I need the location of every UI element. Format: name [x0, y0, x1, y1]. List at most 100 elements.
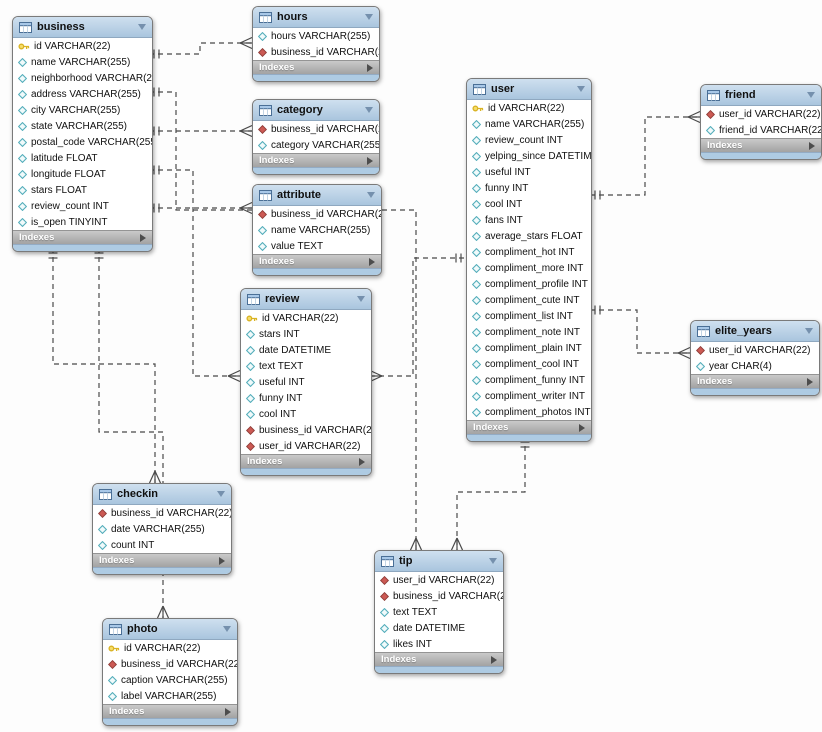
column-row[interactable]: state VARCHAR(255)	[13, 118, 152, 134]
expand-arrow-icon[interactable]	[579, 423, 585, 432]
relationship-business-photo[interactable]	[94, 248, 170, 619]
table-header-category[interactable]: category	[253, 100, 379, 121]
column-row[interactable]: compliment_more INT	[467, 260, 591, 276]
column-row[interactable]: compliment_writer INT	[467, 388, 591, 404]
column-row[interactable]: label VARCHAR(255)	[103, 688, 237, 704]
column-row[interactable]: funny INT	[467, 180, 591, 196]
relationship-business-attribute[interactable]	[149, 201, 253, 215]
expand-arrow-icon[interactable]	[491, 655, 497, 664]
collapse-arrow-icon[interactable]	[365, 107, 373, 113]
table-header-friend[interactable]: friend	[701, 85, 821, 106]
column-row[interactable]: user_id VARCHAR(22)	[691, 342, 819, 358]
table-header-business[interactable]: business	[13, 17, 152, 38]
relationship-line[interactable]	[98, 248, 164, 618]
column-row[interactable]: is_open TINYINT	[13, 214, 152, 230]
column-row[interactable]: fans INT	[467, 212, 591, 228]
column-row[interactable]: count INT	[93, 537, 231, 553]
table-header-hours[interactable]: hours	[253, 7, 379, 28]
column-row[interactable]: id VARCHAR(22)	[13, 38, 152, 54]
expand-arrow-icon[interactable]	[367, 63, 373, 72]
column-row[interactable]: useful INT	[467, 164, 591, 180]
indexes-bar[interactable]: Indexes	[701, 138, 821, 152]
relationship-business-review[interactable]	[149, 165, 241, 383]
column-row[interactable]: average_stars FLOAT	[467, 228, 591, 244]
expand-arrow-icon[interactable]	[140, 233, 146, 242]
relationship-business-hours[interactable]	[149, 36, 253, 59]
column-row[interactable]: compliment_cool INT	[467, 356, 591, 372]
relationship-line[interactable]	[590, 116, 700, 196]
relationship-user-tip[interactable]	[450, 437, 530, 551]
table-header-checkin[interactable]: checkin	[93, 484, 231, 505]
column-row[interactable]: id VARCHAR(22)	[241, 310, 371, 326]
indexes-bar[interactable]: Indexes	[253, 153, 379, 167]
column-row[interactable]: text TEXT	[241, 358, 371, 374]
column-row[interactable]: date DATETIME	[241, 342, 371, 358]
collapse-arrow-icon[interactable]	[805, 328, 813, 334]
table-header-review[interactable]: review	[241, 289, 371, 310]
relationship-business-category[interactable]	[149, 124, 253, 138]
column-row[interactable]: compliment_hot INT	[467, 244, 591, 260]
column-row[interactable]: yelping_since DATETIME	[467, 148, 591, 164]
table-header-attribute[interactable]: attribute	[253, 185, 381, 206]
column-row[interactable]: neighborhood VARCHAR(255)	[13, 70, 152, 86]
column-row[interactable]: business_id VARCHAR(22)	[375, 588, 503, 604]
collapse-arrow-icon[interactable]	[577, 86, 585, 92]
table-header-tip[interactable]: tip	[375, 551, 503, 572]
collapse-arrow-icon[interactable]	[367, 192, 375, 198]
column-row[interactable]: caption VARCHAR(255)	[103, 672, 237, 688]
column-row[interactable]: funny INT	[241, 390, 371, 406]
relationship-business-checkin[interactable]	[48, 248, 162, 484]
indexes-bar[interactable]: Indexes	[241, 454, 371, 468]
indexes-bar[interactable]: Indexes	[13, 230, 152, 244]
indexes-bar[interactable]: Indexes	[375, 652, 503, 666]
collapse-arrow-icon[interactable]	[807, 92, 815, 98]
column-row[interactable]: cool INT	[467, 196, 591, 212]
table-header-user[interactable]: user	[467, 79, 591, 100]
column-row[interactable]: likes INT	[375, 636, 503, 652]
column-row[interactable]: date DATETIME	[375, 620, 503, 636]
column-row[interactable]: compliment_note INT	[467, 324, 591, 340]
column-row[interactable]: id VARCHAR(22)	[103, 640, 237, 656]
column-row[interactable]: name VARCHAR(255)	[467, 116, 591, 132]
expand-arrow-icon[interactable]	[225, 707, 231, 716]
column-row[interactable]: compliment_photos INT	[467, 404, 591, 420]
collapse-arrow-icon[interactable]	[357, 296, 365, 302]
column-row[interactable]: compliment_funny INT	[467, 372, 591, 388]
column-row[interactable]: compliment_profile INT	[467, 276, 591, 292]
column-row[interactable]: business_id VARCHAR(22)	[103, 656, 237, 672]
relationship-line[interactable]	[52, 248, 156, 483]
relationship-line[interactable]	[370, 257, 466, 377]
column-row[interactable]: review_count INT	[467, 132, 591, 148]
collapse-arrow-icon[interactable]	[138, 24, 146, 30]
column-row[interactable]: value TEXT	[253, 238, 381, 254]
relationship-line[interactable]	[149, 42, 252, 55]
column-row[interactable]: user_id VARCHAR(22)	[701, 106, 821, 122]
relationship-business-tip[interactable]	[149, 87, 423, 551]
collapse-arrow-icon[interactable]	[217, 491, 225, 497]
table-header-photo[interactable]: photo	[103, 619, 237, 640]
column-row[interactable]: compliment_cute INT	[467, 292, 591, 308]
expand-arrow-icon[interactable]	[809, 141, 815, 150]
relationship-user-elite_years[interactable]	[590, 305, 691, 360]
expand-arrow-icon[interactable]	[367, 156, 373, 165]
column-row[interactable]: useful INT	[241, 374, 371, 390]
column-row[interactable]: friend_id VARCHAR(22)	[701, 122, 821, 138]
indexes-bar[interactable]: Indexes	[103, 704, 237, 718]
column-row[interactable]: hours VARCHAR(255)	[253, 28, 379, 44]
column-row[interactable]: stars INT	[241, 326, 371, 342]
column-row[interactable]: year CHAR(4)	[691, 358, 819, 374]
relationship-line[interactable]	[590, 309, 690, 354]
column-row[interactable]: postal_code VARCHAR(255)	[13, 134, 152, 150]
column-row[interactable]: business_id VARCHAR(22)	[253, 121, 379, 137]
collapse-arrow-icon[interactable]	[489, 558, 497, 564]
indexes-bar[interactable]: Indexes	[93, 553, 231, 567]
column-row[interactable]: name VARCHAR(255)	[253, 222, 381, 238]
relationship-line[interactable]	[149, 91, 417, 550]
column-row[interactable]: id VARCHAR(22)	[467, 100, 591, 116]
